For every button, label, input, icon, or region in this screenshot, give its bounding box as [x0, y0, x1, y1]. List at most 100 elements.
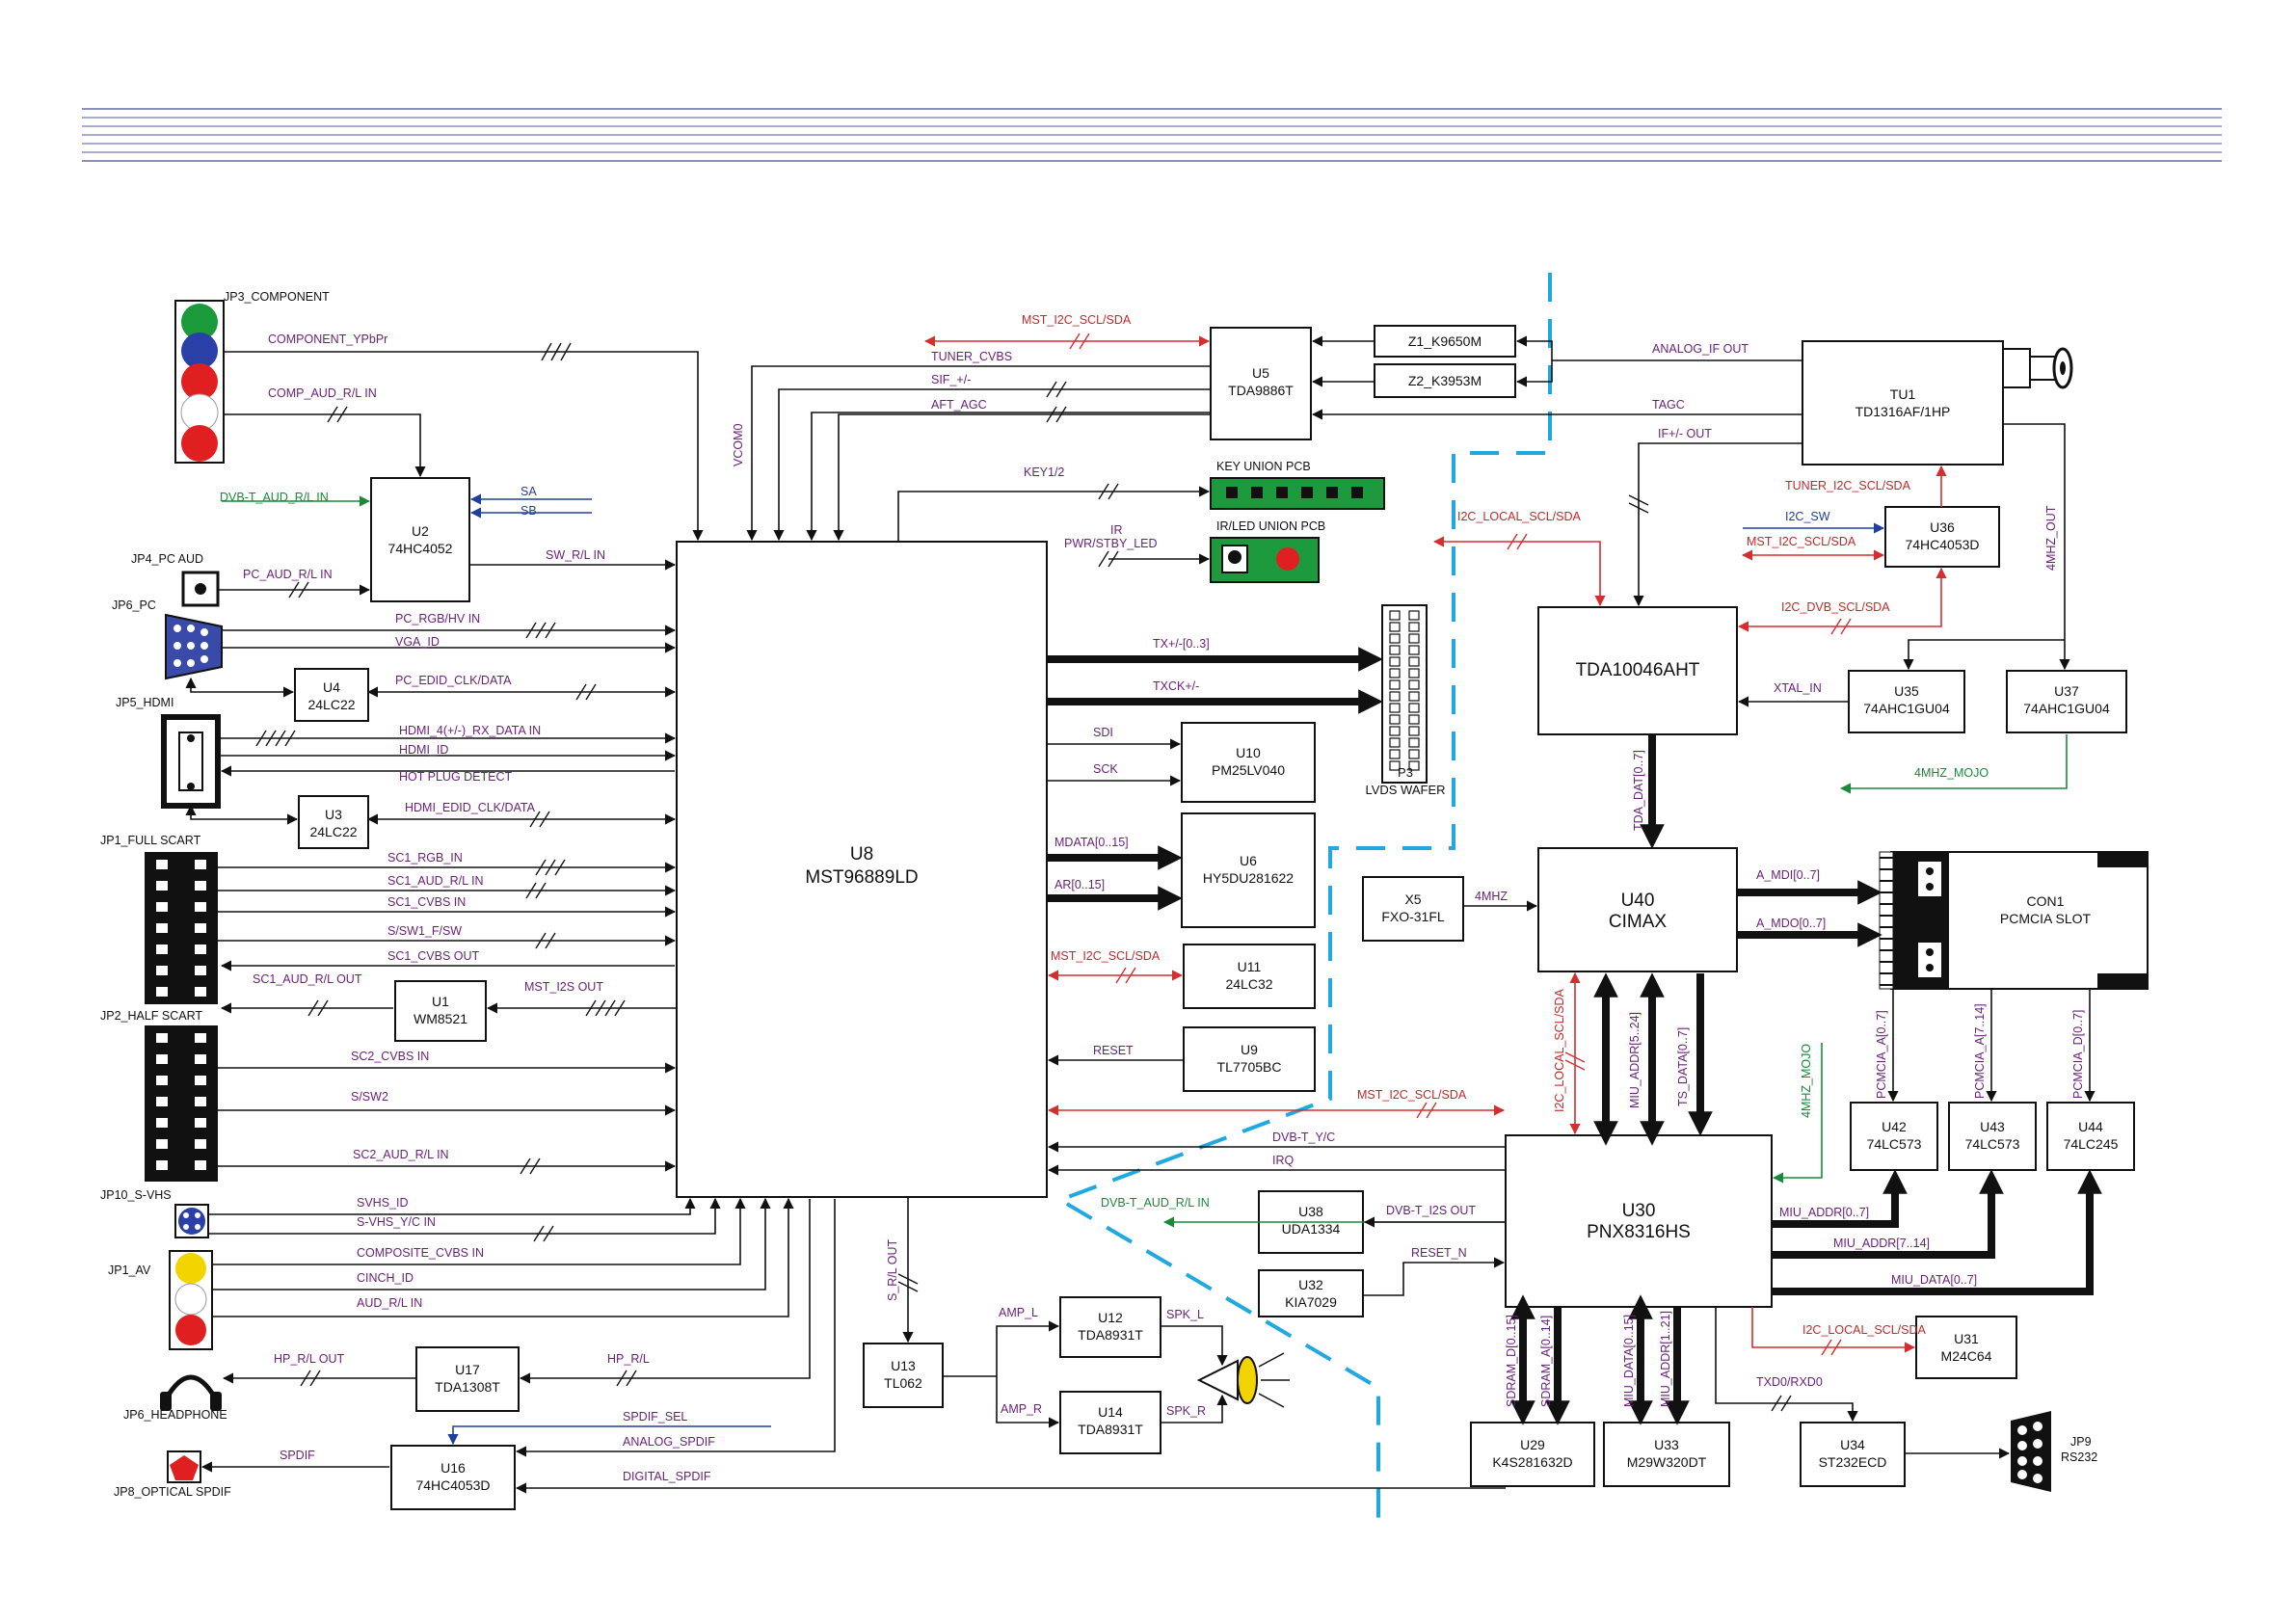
tda10046-ref: TDA10046AHT	[1576, 660, 1700, 680]
u11-ref: U11	[1238, 959, 1262, 974]
u40-part: CIMAX	[1609, 912, 1668, 932]
label-miu-addr07: MIU_ADDR[0..7]	[1779, 1206, 1869, 1219]
u4-part: 24LC22	[307, 697, 355, 712]
label-hdmi-rx: HDMI_4(+/-)_RX_DATA IN	[399, 724, 541, 737]
label-hot-plug: HOT PLUG DETECT	[399, 770, 513, 784]
label-ar: AR[0..15]	[1055, 878, 1105, 891]
jp6-pc-vga-connector	[165, 613, 223, 680]
label-sif: SIF_+/-	[931, 373, 971, 386]
jp4-label: JP4_PC AUD	[131, 552, 203, 566]
u43-block	[1948, 1102, 2037, 1171]
label-ts-data: TS_DATA[0..7]	[1676, 1027, 1690, 1106]
label-i2c-local-top: I2C_LOCAL_SCL/SDA	[1457, 510, 1582, 523]
label-spdif: SPDIF	[280, 1449, 315, 1462]
z2-ref: Z2_K3953M	[1408, 373, 1482, 388]
label-cinch-id: CINCH_ID	[357, 1271, 414, 1285]
label-xtal-in: XTAL_IN	[1774, 681, 1822, 695]
u9-part: TL7705BC	[1217, 1059, 1282, 1075]
label-a-mdi: A_MDI[0..7]	[1756, 868, 1820, 882]
label-digital-spdif: DIGITAL_SPDIF	[623, 1470, 711, 1483]
jp9-sublabel: RS232	[2061, 1450, 2097, 1464]
u36-block	[1884, 506, 2000, 568]
u37-block	[2006, 670, 2127, 733]
u16-block	[390, 1445, 516, 1510]
u32-block	[1258, 1269, 1364, 1317]
u5-part: TDA9886T	[1228, 383, 1294, 398]
rf-input-jack	[2002, 347, 2073, 389]
jp9-rs232-connector	[2011, 1411, 2051, 1492]
label-mst-i2c-u36: MST_I2C_SCL/SDA	[1747, 535, 1856, 548]
label-sck: SCK	[1093, 762, 1118, 776]
u44-part: 74LC245	[2064, 1136, 2119, 1152]
label-sc1-rgb: SC1_RGB_IN	[387, 851, 463, 865]
u33-ref: U33	[1654, 1437, 1679, 1452]
u8-ref: U8	[850, 844, 873, 865]
label-miu-addr714: MIU_ADDR[7..14]	[1833, 1237, 1930, 1250]
key-union-pcb	[1210, 477, 1385, 510]
u34-block	[1800, 1422, 1906, 1487]
u12-part: TDA8931T	[1078, 1327, 1143, 1343]
label-vga-id: VGA_ID	[395, 635, 440, 649]
p3-sublabel: LVDS WAFER	[1365, 783, 1445, 797]
section-divider	[1055, 273, 1552, 1523]
u1-block	[394, 980, 487, 1042]
jp9-label: JP9	[2070, 1435, 2092, 1449]
label-4mhz-out: 4MHZ_OUT	[2044, 505, 2058, 571]
u16-ref: U16	[441, 1460, 466, 1476]
jp10-svhs-connector	[174, 1204, 209, 1238]
u3-ref: U3	[325, 807, 342, 822]
jp1-av-connector	[169, 1250, 213, 1350]
u9-block	[1183, 1026, 1316, 1092]
u17-block	[415, 1346, 520, 1412]
jp2-half-scart-connector	[145, 1025, 218, 1182]
label-s-rl-out: S_R/L OUT	[886, 1238, 899, 1301]
u29-ref: U29	[1520, 1437, 1545, 1452]
label-dvbt-i2s: DVB-T_I2S OUT	[1386, 1204, 1476, 1217]
label-tuner-cvbs: TUNER_CVBS	[931, 350, 1012, 363]
u14-ref: U14	[1098, 1404, 1123, 1420]
u34-part: ST232ECD	[1819, 1454, 1887, 1470]
label-sc1-aud: SC1_AUD_R/L IN	[387, 874, 484, 888]
label-tx: TX+/-[0..3]	[1153, 637, 1210, 651]
x5-block	[1362, 876, 1464, 942]
jp6-pc-label: JP6_PC	[112, 599, 156, 612]
label-amp-r: AMP_R	[1001, 1402, 1042, 1416]
label-tuner-i2c: TUNER_I2C_SCL/SDA	[1785, 479, 1911, 492]
label-pcmcia-d: PCMCIA_D[0..7]	[2071, 1010, 2085, 1099]
label-4mhz-mojo2: 4MHZ_MOJO	[1800, 1044, 1813, 1118]
label-sb: SB	[521, 504, 537, 518]
u42-ref: U42	[1882, 1119, 1907, 1134]
u3-part: 24LC22	[309, 824, 357, 839]
label-dvbt-yc: DVB-T_Y/C	[1272, 1131, 1335, 1144]
u6-part: HY5DU281622	[1203, 870, 1294, 886]
label-comp-aud: COMP_AUD_R/L IN	[268, 386, 377, 400]
label-a-mdo: A_MDO[0..7]	[1756, 917, 1826, 930]
label-dvbt-aud-in: DVB-T_AUD_R/L IN	[220, 491, 329, 504]
label-txck: TXCK+/-	[1153, 679, 1199, 693]
label-txd-rxd: TXD0/RXD0	[1756, 1375, 1823, 1389]
label-sdi: SDI	[1093, 726, 1113, 739]
bus-ticks	[255, 333, 1852, 1412]
label-analog-if: ANALOG_IF OUT	[1652, 342, 1749, 356]
u2-ref: U2	[412, 523, 429, 539]
u8-main-soc	[676, 541, 1048, 1198]
u30-pnx8316-block	[1505, 1134, 1773, 1308]
label-spk-l: SPK_L	[1166, 1308, 1204, 1321]
label-mst-i2c-low: MST_I2C_SCL/SDA	[1357, 1088, 1467, 1102]
u12-block	[1059, 1296, 1161, 1358]
u8-right-wires	[897, 486, 1506, 1176]
irled-pcb-label: IR/LED UNION PCB	[1216, 519, 1325, 533]
label-aft-agc: AFT_AGC	[931, 398, 987, 412]
u44-ref: U44	[2078, 1119, 2103, 1134]
left-input-wires	[185, 351, 1506, 1494]
label-key12: KEY1/2	[1024, 466, 1064, 479]
u36-part: 74HC4053D	[1905, 537, 1979, 552]
label-mst-i2s-out: MST_I2S OUT	[524, 980, 603, 994]
label-reset: RESET	[1093, 1044, 1134, 1057]
p3-label: P3	[1398, 765, 1413, 780]
u10-block	[1181, 722, 1316, 803]
u11-block	[1183, 944, 1316, 1009]
label-mdata: MDATA[0..15]	[1055, 836, 1129, 849]
jp5-hdmi-connector	[161, 714, 221, 809]
